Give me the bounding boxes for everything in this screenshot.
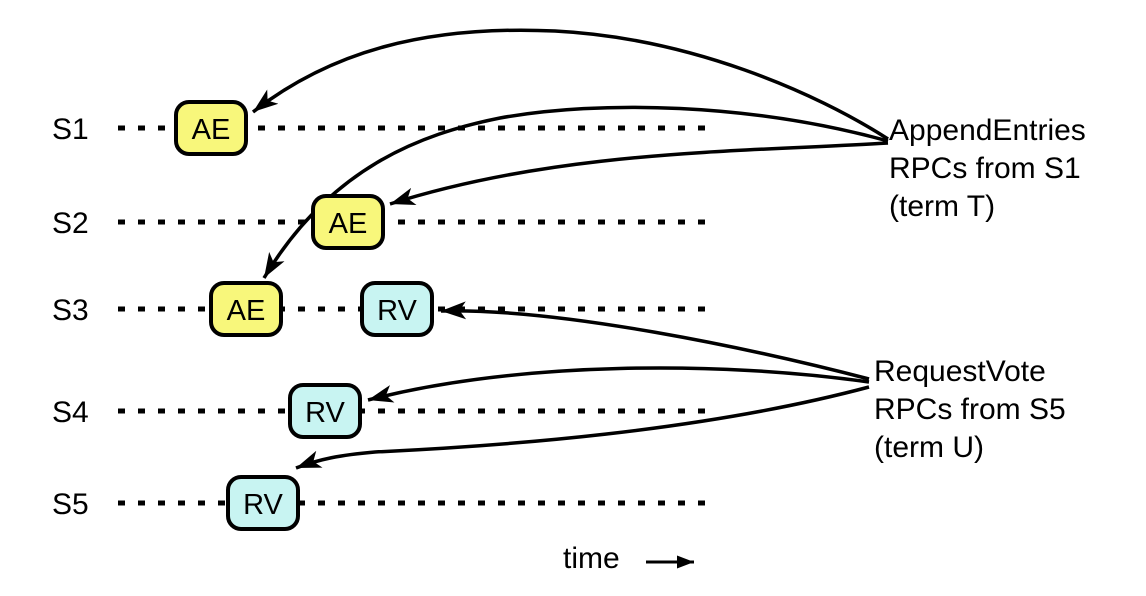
server-label-s3: S3 [52, 294, 89, 327]
server-label-s5: S5 [52, 488, 89, 521]
rv-box-s3-label: RV [377, 295, 417, 327]
requestvote-annotation: RequestVote RPCs from S5 (term U) [874, 353, 1066, 467]
rv-box-s4-rect [288, 383, 362, 439]
requestvote-annotation-line1: RequestVote [874, 355, 1046, 388]
rv-box-s3: RV [360, 281, 434, 337]
rv-box-s5: RV [226, 475, 300, 531]
ae-box-s3-label: AE [227, 295, 266, 327]
server-label-s2: S2 [52, 207, 89, 240]
rv-box-s4: RV [288, 383, 362, 439]
requestvote-annotation-line3: (term U) [874, 431, 984, 464]
time-axis-label: time [563, 542, 620, 575]
arrow-requestvote-to-s4 [367, 366, 870, 403]
rv-box-s5-rect [226, 475, 300, 531]
arrow-requestvote-to-s3 [440, 301, 870, 381]
requestvote-annotation-line2: RPCs from S5 [874, 393, 1066, 426]
arrow-appendentries-to-s2 [389, 141, 889, 206]
appendentries-annotation: AppendEntries RPCs from S1 (term T) [889, 112, 1086, 226]
ae-box-s1-rect [174, 100, 248, 156]
arrow-appendentries-to-s3 [262, 105, 889, 279]
arrow-requestvote-to-s5 [295, 385, 870, 470]
server-label-s1: S1 [52, 113, 89, 146]
ae-box-s1: AE [174, 100, 248, 156]
rv-box-s4-label: RV [305, 397, 345, 429]
appendentries-annotation-line3: (term T) [889, 190, 996, 223]
rv-box-s3-rect [360, 281, 434, 337]
server-label-s4: S4 [52, 396, 89, 429]
appendentries-annotation-line1: AppendEntries [889, 114, 1086, 147]
ae-box-s2-label: AE [329, 208, 368, 240]
ae-box-s3-rect [209, 281, 283, 337]
appendentries-annotation-line2: RPCs from S1 [889, 152, 1081, 185]
ae-box-s2: AE [311, 194, 385, 250]
ae-box-s1-label: AE [192, 114, 231, 146]
ae-box-s2-rect [311, 194, 385, 250]
ae-box-s3: AE [209, 281, 283, 337]
rv-box-s5-label: RV [243, 489, 283, 521]
arrow-appendentries-to-s1 [251, 28, 889, 141]
